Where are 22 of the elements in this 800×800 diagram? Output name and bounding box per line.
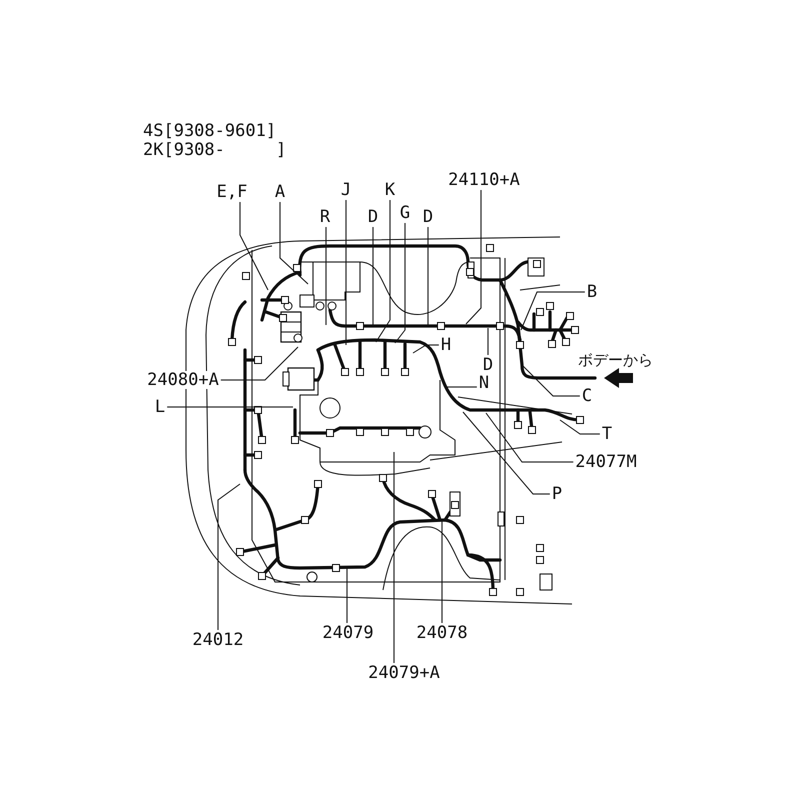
leader-line	[462, 412, 550, 494]
leader-line	[240, 202, 268, 290]
leader-line	[346, 568, 348, 624]
leader-line	[166, 406, 294, 408]
leader-line	[376, 200, 390, 342]
leader-line	[522, 366, 580, 396]
leader-line	[486, 412, 574, 462]
leader-line	[520, 292, 586, 330]
leader-line	[220, 346, 298, 380]
leader-line	[560, 420, 600, 434]
callout-label: E,F	[216, 183, 248, 201]
leader-line	[218, 484, 240, 630]
leader-line	[446, 386, 478, 388]
leader-line	[466, 190, 482, 324]
callout-label: 24080+A	[147, 371, 219, 389]
model-range-note: 2K[9308- ]	[143, 141, 286, 159]
leader-line	[280, 202, 308, 284]
direction-note: ボデーから	[578, 351, 653, 369]
leader-line	[372, 226, 374, 326]
leader-line	[394, 222, 406, 344]
model-range-note: 4S[9308-9601]	[143, 122, 276, 140]
leader-line	[412, 344, 440, 354]
